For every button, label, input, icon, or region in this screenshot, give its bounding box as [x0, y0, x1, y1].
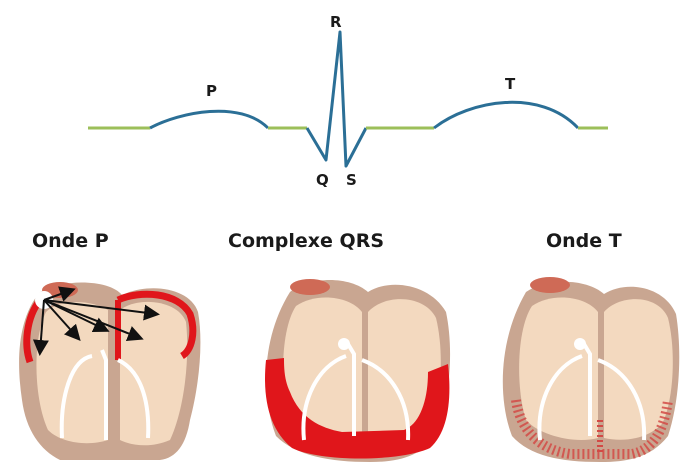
sinoatrial-node — [530, 277, 570, 293]
heart-chamber-left — [519, 297, 598, 440]
av-node — [574, 338, 586, 350]
